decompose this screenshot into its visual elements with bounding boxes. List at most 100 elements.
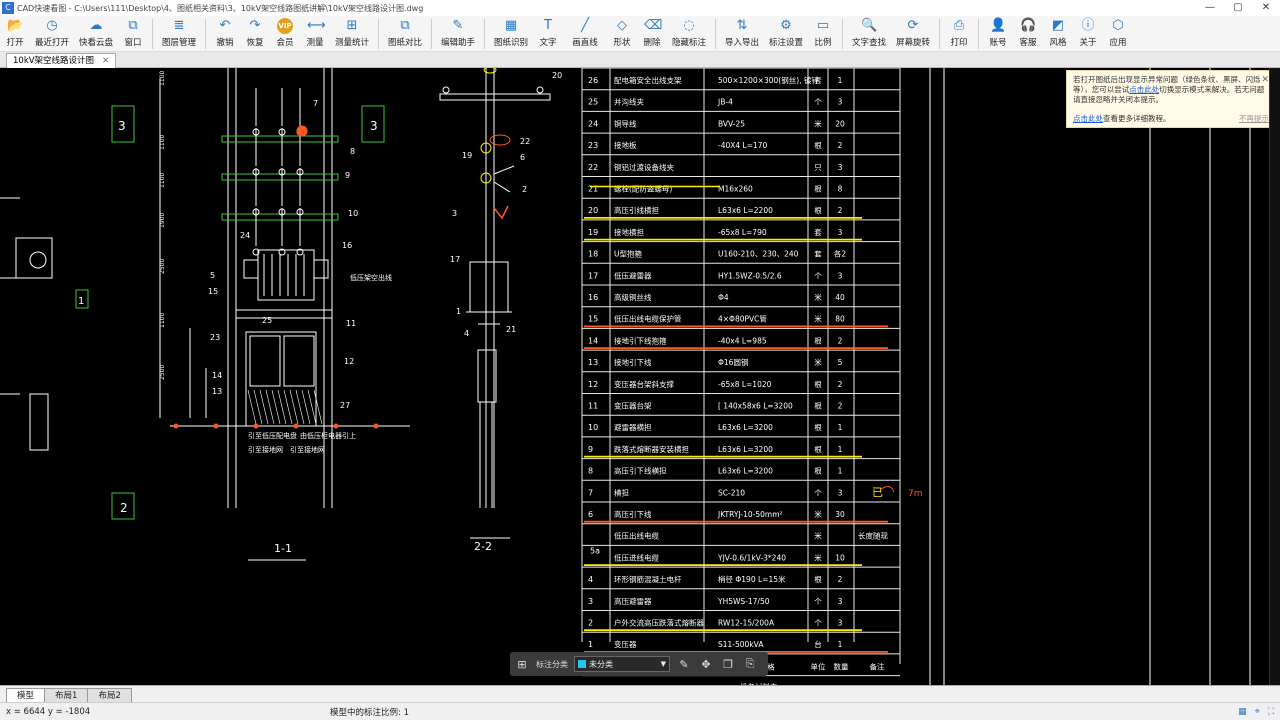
- table-cell-no: 10: [588, 423, 598, 432]
- service-button[interactable]: 🎧客服: [1013, 16, 1043, 52]
- table-cell-spec: L63x6 L=3200: [718, 467, 773, 476]
- vip-label: 会员: [276, 38, 294, 48]
- find-text-label: 文字查找: [851, 38, 886, 48]
- table-cell-name: 避雷器横担: [614, 422, 652, 432]
- cabinet-hatch: [307, 389, 317, 425]
- close-button[interactable]: ✕: [1261, 2, 1271, 13]
- callout-4-label: 4: [464, 329, 469, 338]
- table-cell-spec: 梢径 Φ190 L=15米: [718, 574, 786, 584]
- ground-mark-icon: [293, 423, 299, 429]
- table-cell-spec: BVV-25: [718, 119, 745, 128]
- measure-button[interactable]: ⟷测量: [300, 16, 330, 52]
- erase-button[interactable]: ⌫删除: [637, 16, 667, 52]
- rotate-label: 屏幕旋转: [895, 38, 930, 48]
- table-cell-qty: 5: [838, 358, 843, 367]
- insulator-icon: [278, 248, 286, 256]
- table-cell-qty: 80: [835, 315, 845, 324]
- compare-button[interactable]: ⧉图纸对比: [383, 16, 427, 52]
- table-cell-name: 接地引下线抱箍: [614, 335, 667, 345]
- ground-mark-icon: [373, 423, 379, 429]
- section-marker-1: 1: [78, 296, 84, 307]
- window-icon: ⧉: [128, 18, 138, 33]
- markup-note: 已: [872, 486, 883, 499]
- account-icon: 👤: [990, 18, 1007, 33]
- section-marker-box: [75, 289, 89, 309]
- line-button[interactable]: ╱画直线: [563, 16, 607, 52]
- edit-help-button[interactable]: ✎编辑助手: [436, 16, 480, 52]
- grid-icon[interactable]: ⊞: [517, 657, 527, 671]
- dimension-label: 2500: [159, 259, 166, 274]
- copy-icon[interactable]: ❐: [723, 657, 733, 671]
- undo-button[interactable]: ↶撤销: [210, 16, 240, 52]
- insulator-icon: [252, 248, 260, 256]
- markup-note: 7m: [908, 489, 923, 499]
- cabinet-hatch: [289, 389, 299, 425]
- find-text-button[interactable]: 🔍文字查找: [847, 16, 891, 52]
- minimize-button[interactable]: —: [1205, 2, 1215, 13]
- table-cell-qty: 3: [838, 98, 843, 107]
- import-export-button[interactable]: ⇅导入导出: [720, 16, 764, 52]
- switch-display-link[interactable]: 点击此处: [1129, 85, 1160, 94]
- edit-icon[interactable]: ✎: [679, 657, 689, 671]
- open-button[interactable]: 📂打开: [0, 16, 30, 52]
- snap-icon[interactable]: ⌖: [1254, 706, 1260, 717]
- recent-label: 最近打开: [34, 38, 69, 48]
- close-notice-icon[interactable]: ✕: [1261, 75, 1269, 85]
- section-marker-3-left: 3: [118, 119, 126, 133]
- scale-button[interactable]: ▭比例: [808, 16, 838, 52]
- table-cell-name: 铜导线: [614, 118, 637, 128]
- grid-toggle-icon[interactable]: ▦: [1238, 706, 1247, 717]
- layout-tab-2[interactable]: 布局2: [87, 688, 132, 702]
- annotation-category-select[interactable]: 未分类 ▼: [574, 656, 670, 672]
- table-cell-unit: 套: [814, 75, 822, 85]
- hide-mark-button[interactable]: ◌隐藏标注: [667, 16, 711, 52]
- category-color-swatch: [578, 660, 586, 668]
- style-button[interactable]: ◩风格: [1043, 16, 1073, 52]
- print-label: 打印: [950, 38, 968, 48]
- move-icon[interactable]: ✥: [701, 657, 711, 671]
- left-fragment-rect: [29, 393, 49, 451]
- callout-5-label: 5: [210, 271, 215, 280]
- rotate-button[interactable]: ⟳屏幕旋转: [891, 16, 935, 52]
- maximize-button[interactable]: ▢: [1233, 2, 1243, 13]
- layout-tab-0[interactable]: 模型: [6, 688, 46, 702]
- recognize-icon: ▦: [504, 18, 518, 33]
- apps-button[interactable]: ⬡应用: [1103, 16, 1133, 52]
- table-cell-spec: SC-210: [718, 488, 745, 497]
- dont-show-again-link[interactable]: 不再提示: [1239, 114, 1269, 123]
- shape-button[interactable]: ◇形状: [607, 16, 637, 52]
- note-2: 由低压柜电器引上: [300, 431, 356, 440]
- recognize-button[interactable]: ▦图纸识别: [489, 16, 533, 52]
- table-cell-spec: Φ16圆钢: [718, 357, 748, 367]
- close-tab-icon[interactable]: ✕: [102, 56, 110, 66]
- paste-icon[interactable]: ⎘: [745, 657, 755, 670]
- window-button[interactable]: ⧉窗口: [118, 16, 148, 52]
- print-button[interactable]: ⎙打印: [944, 16, 974, 52]
- layout-tab-1[interactable]: 布局1: [44, 688, 89, 702]
- cloud-button[interactable]: ☁快看云盘: [74, 16, 118, 52]
- table-cell-name: 高压引线横担: [614, 205, 659, 215]
- recent-button[interactable]: ◷最近打开: [30, 16, 74, 52]
- account-button[interactable]: 👤账号: [983, 16, 1013, 52]
- measure-stats-button[interactable]: ⊞测量统计: [330, 16, 374, 52]
- right-scroll-strip[interactable]: [1269, 68, 1280, 685]
- mark-settings-button[interactable]: ⚙标注设置: [764, 16, 808, 52]
- fullscreen-icon[interactable]: ⛶: [1267, 706, 1274, 717]
- table-cell-qty: 3: [838, 488, 843, 497]
- redo-button[interactable]: ↷恢复: [240, 16, 270, 52]
- document-tab[interactable]: 10kV架空线路设计图 ✕: [6, 53, 117, 68]
- table-cell-spec: [ 140x58x6 L=3200: [718, 402, 793, 411]
- cabinet-door: [283, 335, 315, 387]
- tutorial-link[interactable]: 点击此处: [1073, 114, 1103, 123]
- callout-6-label: 6: [520, 153, 525, 162]
- cabinet-hatch: [295, 389, 305, 425]
- title-bar: C CAD快速看图 - C:\Users\111\Desktop\4、图纸相关资…: [0, 0, 1280, 16]
- layer-button[interactable]: ≣图层管理: [157, 16, 201, 52]
- mark-settings-label: 标注设置: [768, 38, 803, 48]
